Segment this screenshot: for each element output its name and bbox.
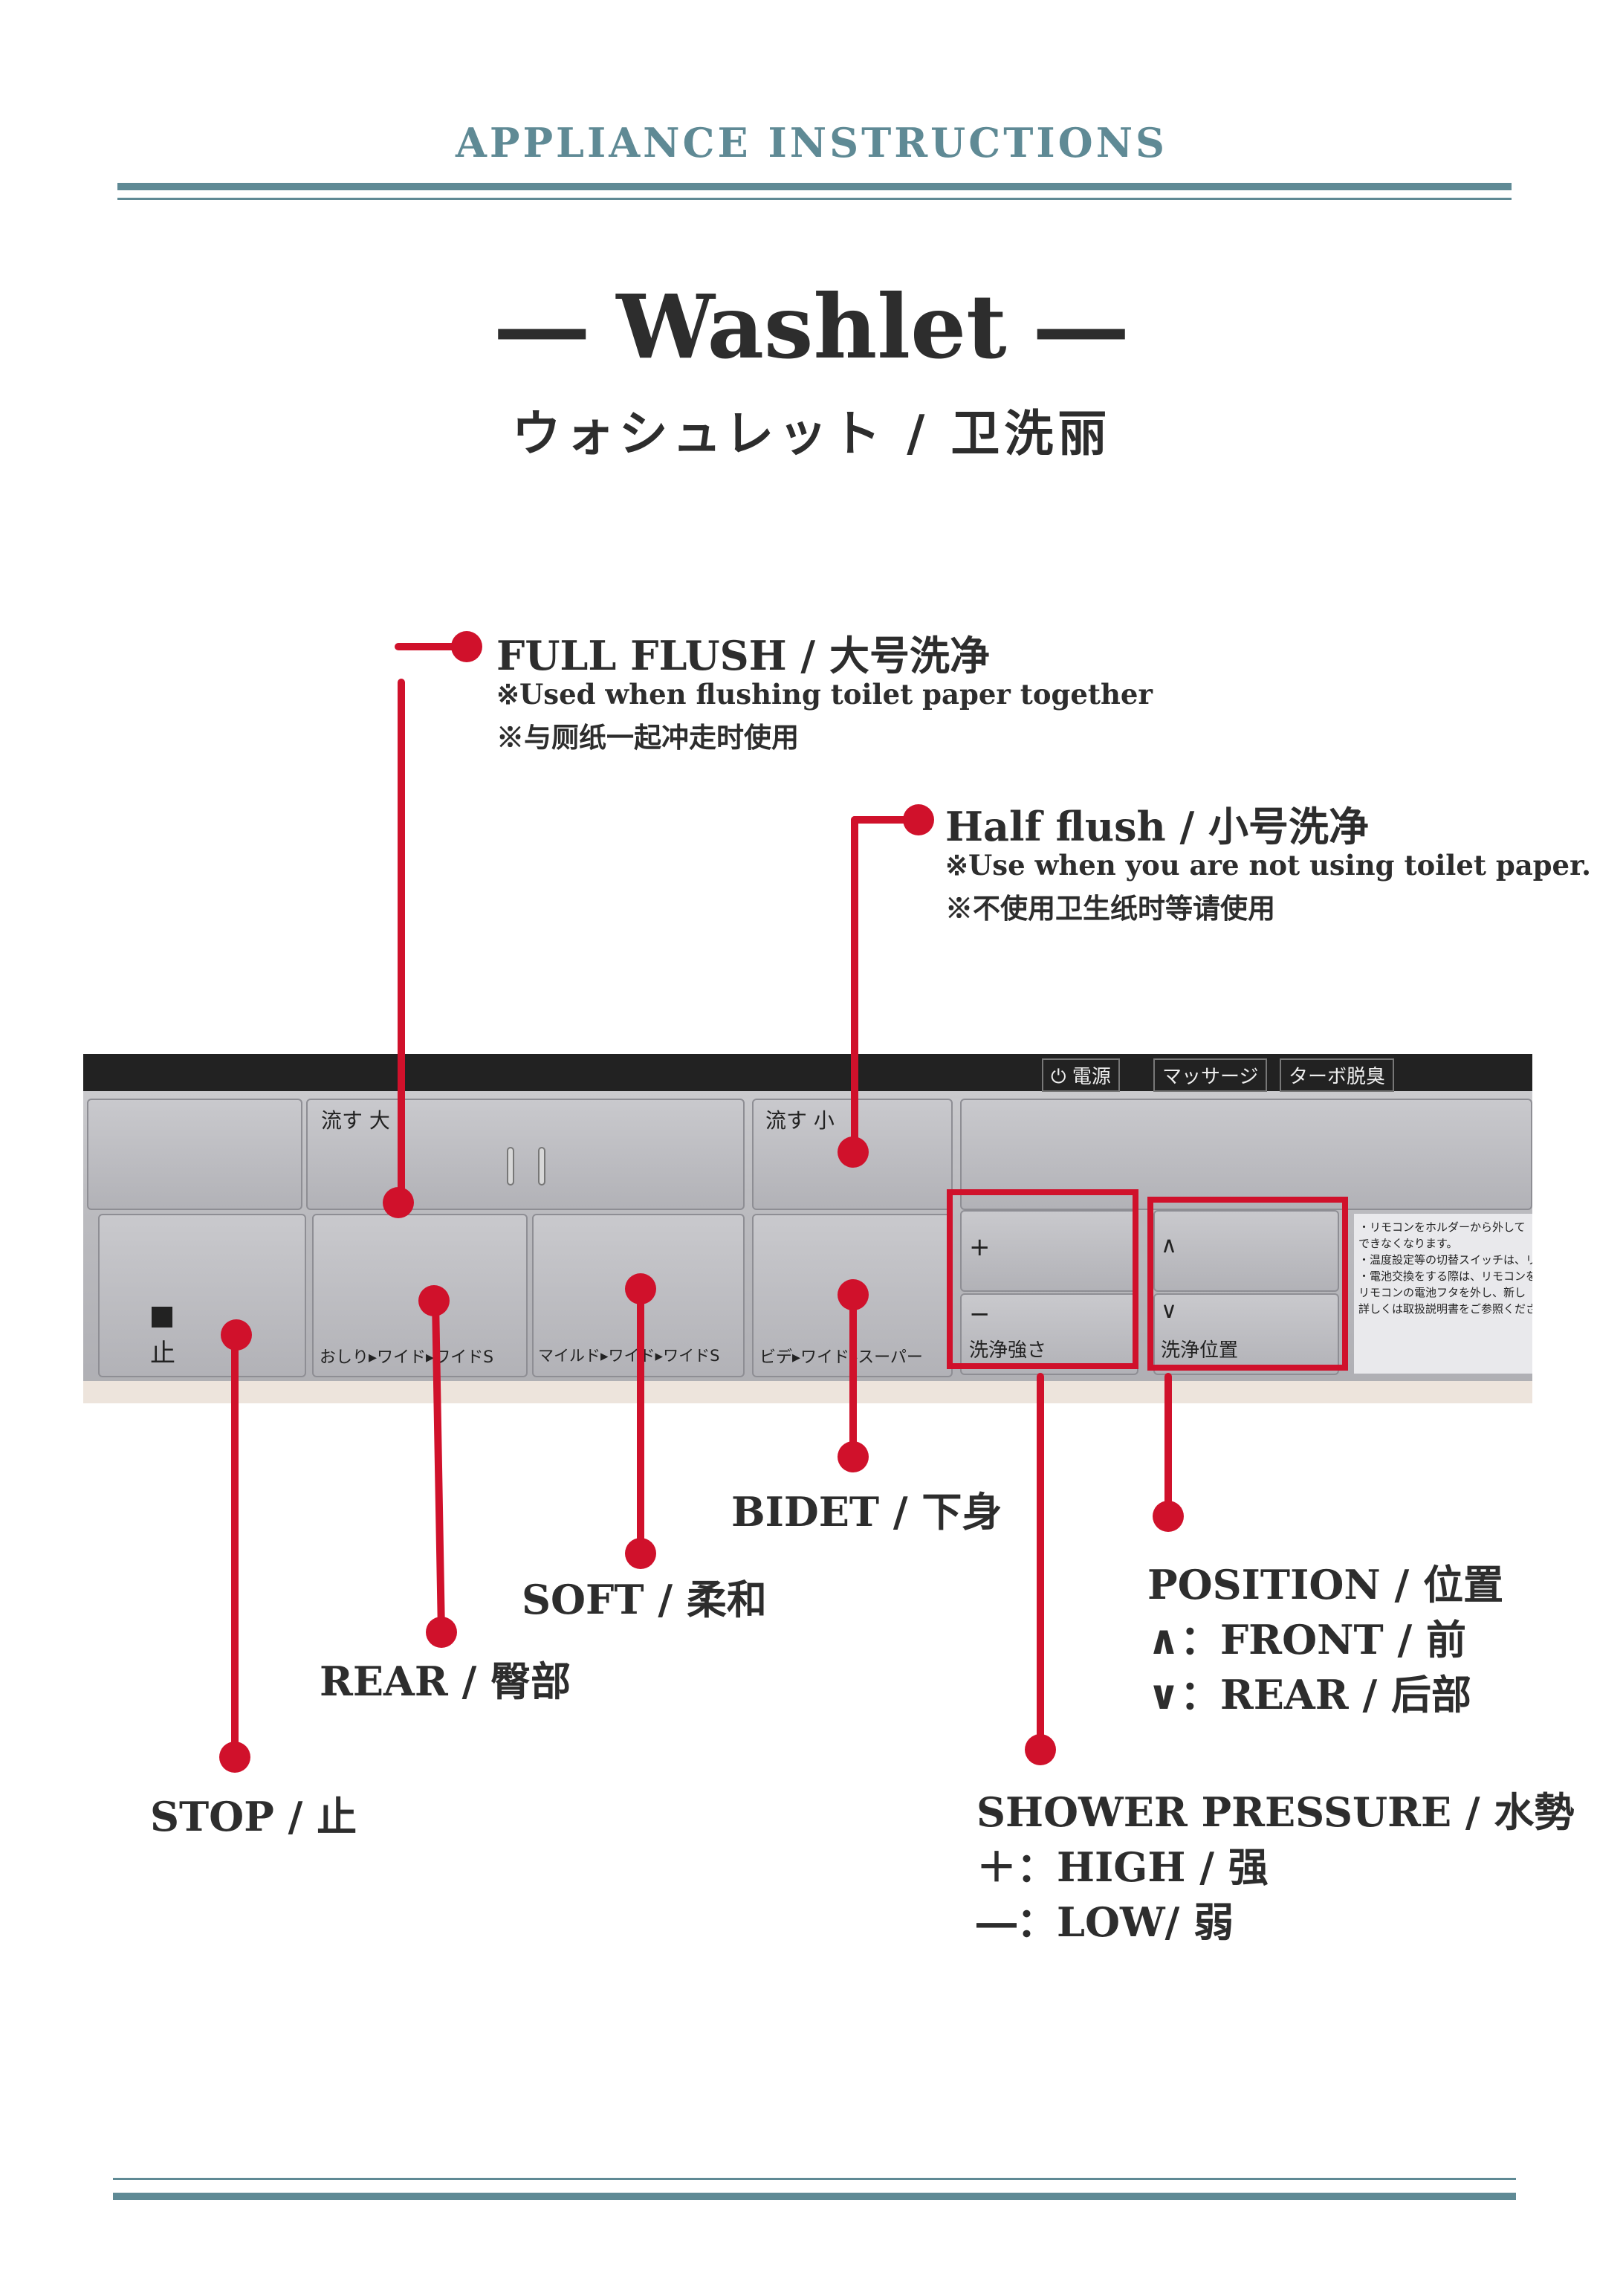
rear-leader (432, 1297, 445, 1636)
rear-wash-label: おしり▸ワイド▸ワイドS (320, 1348, 494, 1367)
remote-note-line: できなくなります。 (1358, 1237, 1458, 1250)
bidet-panel-label: ビデ▸ワイド▸スーパー (759, 1348, 923, 1367)
bidet-panel-dot (838, 1279, 869, 1310)
panel-bottom-strip (83, 1381, 1532, 1403)
bidet-label: BIDET / 下身 (731, 1488, 1002, 1536)
rear-dot (426, 1617, 457, 1648)
footer-rule-thin (113, 2178, 1516, 2180)
indicator-slot (538, 1147, 545, 1186)
flush-large-button[interactable] (306, 1099, 745, 1210)
full-flush-label: FULL FLUSH / 大号洗净 (496, 632, 990, 679)
full-flush-dot (451, 631, 482, 662)
pressure-panel-label: 洗浄強さ (969, 1339, 1047, 1362)
half-flush-label: Half flush / 小号洗净 (945, 803, 1370, 850)
flush-small-label: 流す 小 (765, 1108, 835, 1133)
position-down-button[interactable] (1153, 1293, 1339, 1375)
soft-panel-dot (625, 1273, 656, 1304)
position-panel-label: 洗浄位置 (1161, 1339, 1239, 1362)
indicator-slot (507, 1147, 514, 1186)
position-label: POSITION / 位置 (1147, 1561, 1504, 1608)
pressure-minus-button[interactable] (960, 1293, 1138, 1375)
remote-note-line: ・リモコンをホルダーから外して (1358, 1220, 1526, 1234)
pressure-high-label: ＋：HIGH / 强 (976, 1843, 1269, 1891)
page-subtitle: ウォシュレット / 卫洗丽 (511, 404, 1112, 462)
stop-dot (219, 1742, 250, 1773)
header-rule-thick (117, 183, 1512, 190)
page-title: ― Washlet ― (498, 275, 1125, 378)
position-down-label: ∨ (1161, 1298, 1177, 1324)
remote-note-line: ・温度設定等の切替スイッチは、リモ (1358, 1253, 1532, 1267)
panel-top-strip (83, 1054, 1532, 1091)
position-highlight-box (1147, 1197, 1348, 1371)
remote-note-line: ・電池交換をする際は、リモコンを外 (1358, 1270, 1532, 1283)
stop-panel-label: 止 (150, 1339, 175, 1368)
pressure-minus-label: − (969, 1299, 991, 1329)
pressure-low-label: ―：LOW/ 弱 (976, 1898, 1234, 1946)
massage-label: マッサージ (1153, 1058, 1268, 1092)
half-flush-dot (903, 804, 934, 835)
remote-note-line: 詳しくは取扱説明書をご参照ください。 (1358, 1302, 1532, 1316)
position-up-button[interactable] (1153, 1210, 1339, 1292)
pressure-label: SHOWER PRESSURE / 水勢 (976, 1788, 1575, 1836)
half-flush-note-zh: ※不使用卫生纸时等请使用 (945, 892, 1275, 925)
turbo-label: ターボ脱臭 (1280, 1058, 1395, 1092)
stop-button[interactable] (98, 1214, 306, 1377)
pressure-plus-button[interactable] (960, 1210, 1138, 1292)
remote-note-line: リモコンの電池フタを外し、新し (1358, 1286, 1526, 1299)
panel-blank-left (87, 1099, 302, 1210)
footer-rule-thick (113, 2193, 1516, 2200)
half-flush-note-en: ※Use when you are not using toilet paper… (945, 849, 1592, 882)
stop-square-icon (152, 1307, 172, 1328)
full-flush-panel-dot (383, 1187, 414, 1218)
position-up-label: ∧ (1161, 1232, 1177, 1258)
header-rule-thin (117, 198, 1512, 200)
bidet-dot (838, 1441, 869, 1472)
full-flush-note-zh: ※与厕纸一起冲走时使用 (496, 721, 799, 754)
pressure-highlight-box (947, 1189, 1138, 1369)
soft-wash-label: マイルド▸ワイド▸ワイドS (538, 1347, 720, 1365)
header-title: APPLIANCE INSTRUCTIONS (455, 119, 1168, 166)
stop-panel-dot (221, 1319, 252, 1351)
position-rear-label: ∨：REAR / 后部 (1147, 1671, 1471, 1718)
flush-large-label: 流す 大 (321, 1108, 390, 1133)
position-dot (1153, 1501, 1184, 1532)
rear-panel-dot (418, 1285, 450, 1316)
soft-dot (625, 1538, 656, 1569)
pressure-dot (1025, 1734, 1056, 1765)
power-label: ⏻ 電源 (1042, 1058, 1120, 1092)
full-flush-note-en: ※Used when flushing toilet paper togethe… (496, 678, 1153, 711)
remote-note-block (1354, 1214, 1532, 1374)
soft-label: SOFT / 柔和 (522, 1576, 767, 1623)
stop-label: STOP / 止 (150, 1793, 357, 1840)
position-front-label: ∧：FRONT / 前 (1147, 1616, 1466, 1663)
rear-label: REAR / 臀部 (320, 1658, 571, 1705)
half-flush-panel-dot (838, 1136, 869, 1168)
pressure-plus-label: + (969, 1232, 991, 1262)
